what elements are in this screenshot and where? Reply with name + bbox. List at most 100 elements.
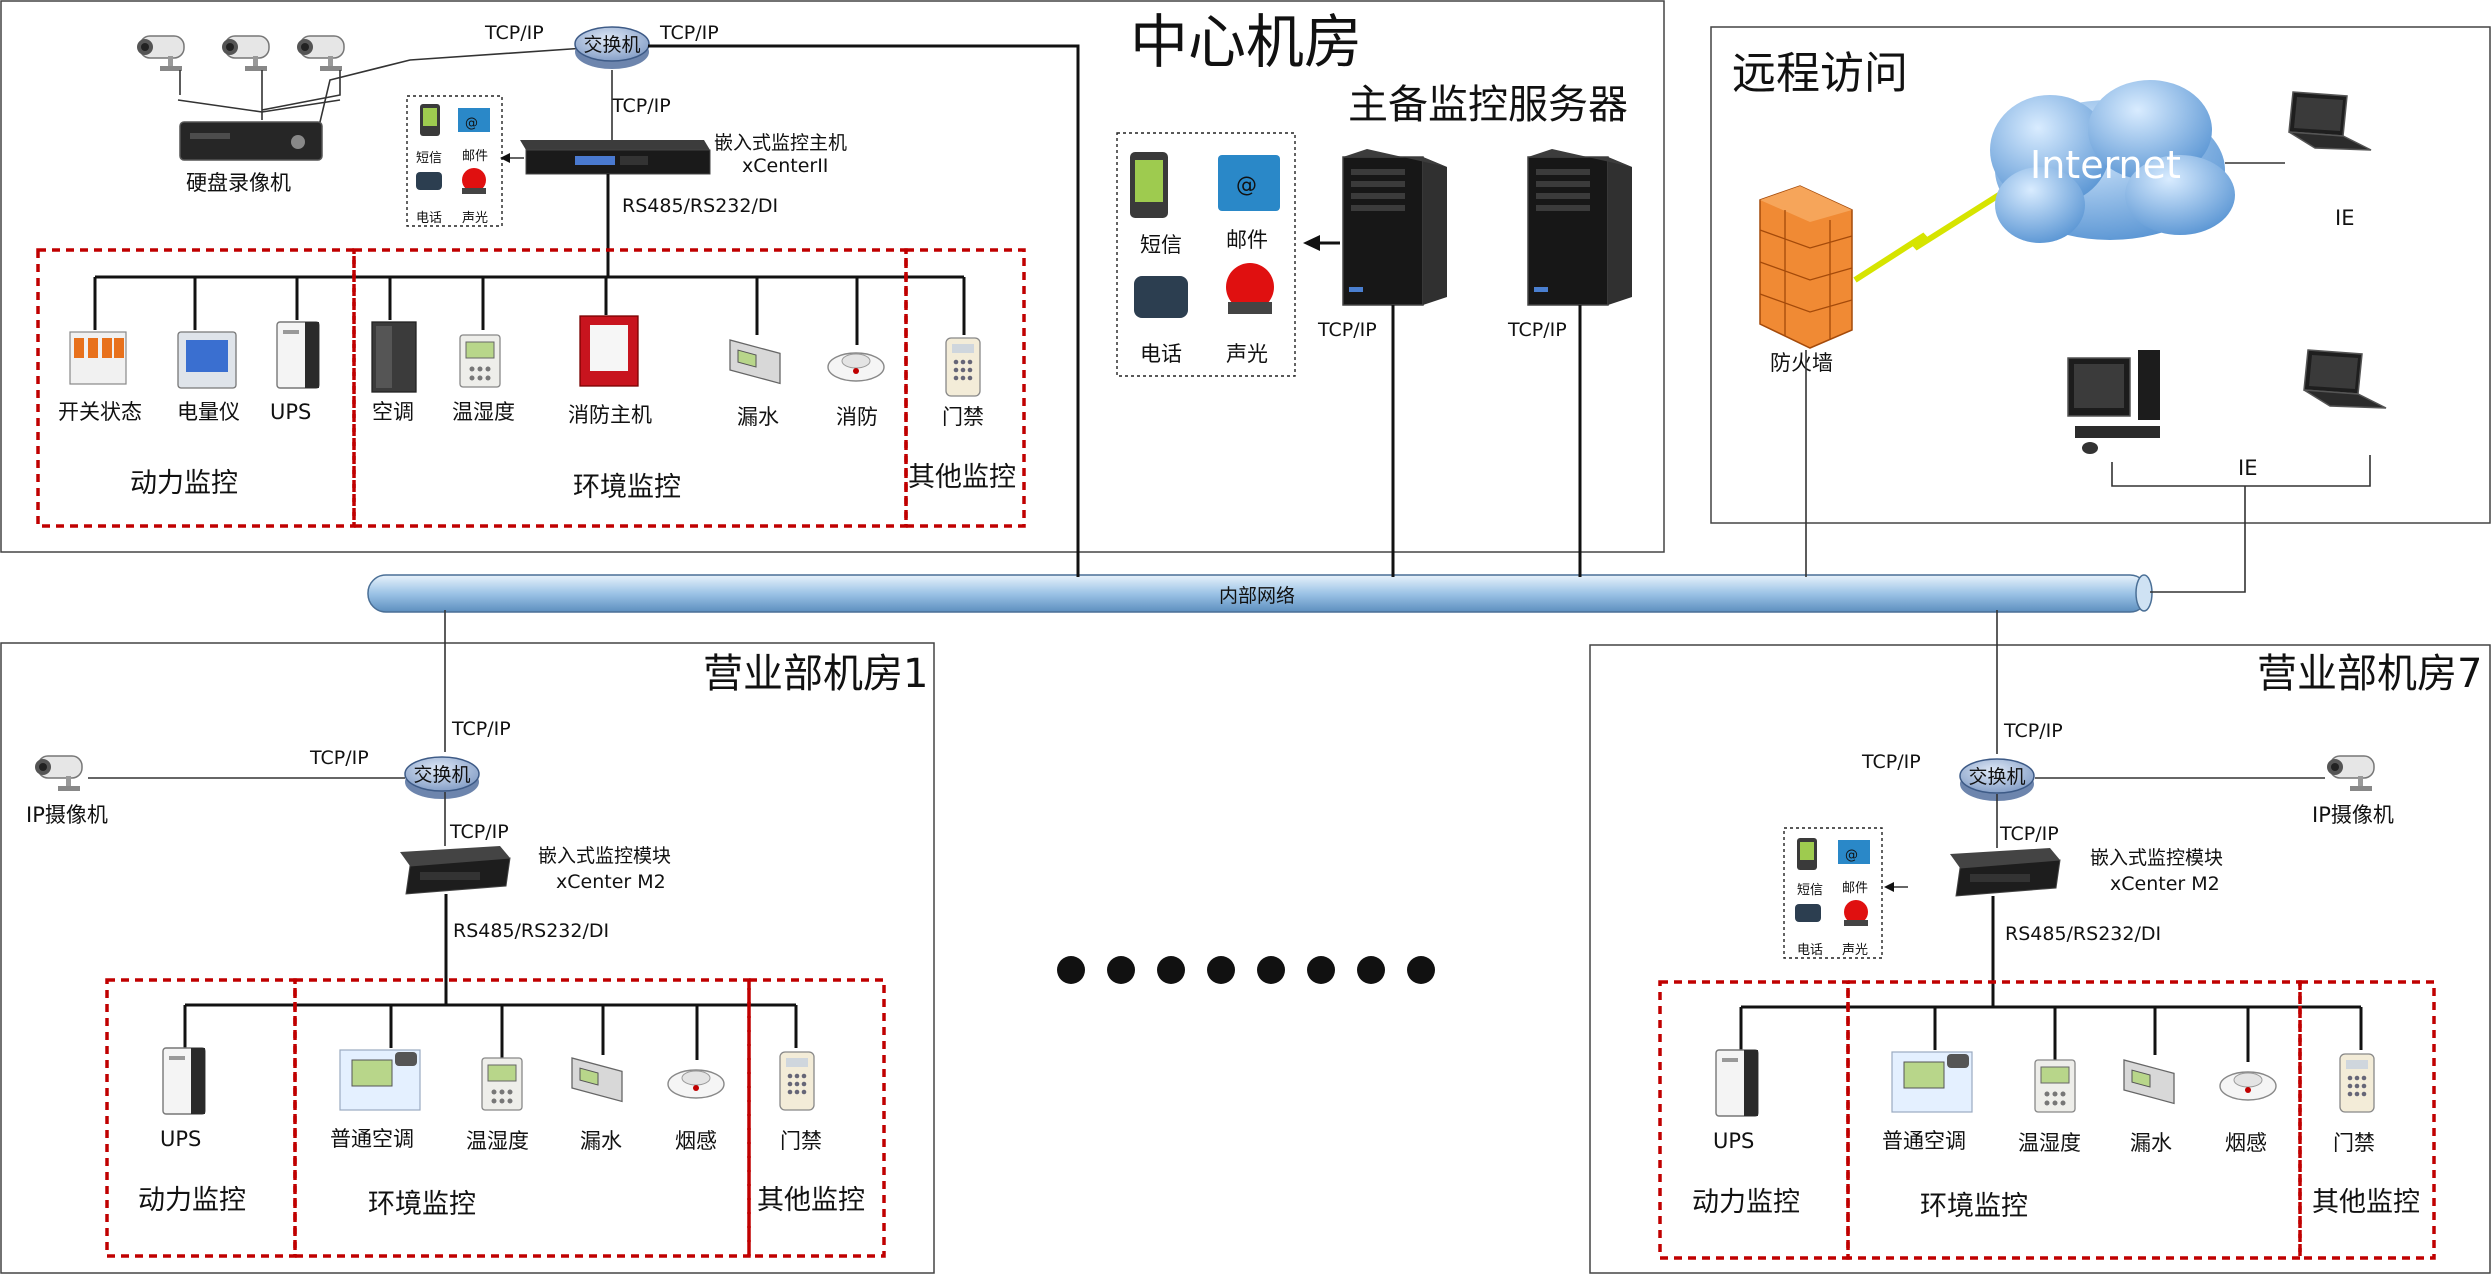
internal-network-pipe xyxy=(367,574,2153,613)
branch7-device-label: 漏水 xyxy=(2130,1131,2172,1155)
center-switch-label: 交换机 xyxy=(583,34,640,56)
branch7-power-group-label: 动力监控 xyxy=(1692,1187,1800,1218)
branch7-device-label: 普通空调 xyxy=(1882,1129,1966,1153)
air-conditioner-icon xyxy=(339,1049,421,1111)
remote-ie-bottom: IE xyxy=(2238,456,2257,480)
branch7-light-label: 声光 xyxy=(1842,943,1868,958)
svg-text:@: @ xyxy=(465,116,478,131)
center-rs485: RS485/RS232/DI xyxy=(622,195,778,217)
svg-text:@: @ xyxy=(1845,848,1858,863)
branch7-device-label: 温湿度 xyxy=(2018,1131,2081,1155)
branch7-module-line1: 嵌入式监控模块 xyxy=(2090,847,2223,869)
center-room-title: 中心机房 xyxy=(1130,8,1362,76)
branch1-device-label: 门禁 xyxy=(780,1129,822,1153)
center-device-label: UPS xyxy=(270,400,311,424)
branch1-device-label: 漏水 xyxy=(580,1129,622,1153)
light-icon xyxy=(1226,263,1274,314)
switch-icon xyxy=(574,26,650,69)
branch1-device-label: UPS xyxy=(160,1127,201,1151)
branch1-env-group-label: 环境监控 xyxy=(368,1189,476,1220)
remote-ie-top: IE xyxy=(2335,206,2354,230)
branch7-ip-camera-label: IP摄像机 xyxy=(2312,803,2394,827)
mail-icon: @ xyxy=(1218,155,1280,211)
internal-network-label: 内部网络 xyxy=(1219,585,1295,607)
ups-icon xyxy=(1715,1049,1759,1117)
ups-icon xyxy=(276,321,320,389)
branch7-other-group-box xyxy=(2298,980,2436,1260)
smoke-detector-icon xyxy=(2219,1071,2277,1101)
wireless-link-icon xyxy=(1853,185,2012,283)
dvr-icon xyxy=(179,121,323,161)
sms-icon xyxy=(1130,152,1168,218)
dvr-label: 硬盘录像机 xyxy=(186,171,291,195)
center-device-label: 门禁 xyxy=(942,405,984,429)
server-tcpip-label: TCP/IP xyxy=(1317,319,1377,341)
water-leak-icon xyxy=(2123,1059,2175,1105)
branch7-switch-label: 交换机 xyxy=(1968,766,2025,788)
branch1-env-group-box xyxy=(293,978,751,1258)
temp-humidity-icon xyxy=(481,1057,523,1111)
center-device-label: 消防 xyxy=(836,405,878,429)
center-tcpip-right: TCP/IP xyxy=(659,22,719,44)
branch1-switch-label: 交换机 xyxy=(413,764,470,786)
air-conditioner-icon xyxy=(1891,1051,1973,1113)
mail-icon: @ xyxy=(458,108,490,132)
branch7-sms-label: 短信 xyxy=(1797,883,1823,898)
embedded-module-icon xyxy=(400,846,511,895)
center-env-group-label: 环境监控 xyxy=(573,472,681,503)
temp-humidity-icon xyxy=(459,334,501,388)
center-host-line2: xCenterII xyxy=(742,155,828,177)
internet-cloud-icon xyxy=(1990,80,2235,243)
center-tcpip-down: TCP/IP xyxy=(611,95,671,117)
branch7-device-label: UPS xyxy=(1713,1129,1754,1153)
temp-humidity-icon xyxy=(2034,1059,2076,1113)
branch7-phone-label: 电话 xyxy=(1797,943,1823,958)
firewall-icon xyxy=(1759,185,1853,349)
branch1-other-group-box xyxy=(747,978,886,1258)
camera-icon xyxy=(221,35,270,72)
server-light-label: 声光 xyxy=(1226,342,1268,366)
smoke-detector-icon xyxy=(667,1069,725,1099)
center-room-frame xyxy=(0,0,1665,553)
phone-icon xyxy=(1795,904,1821,922)
server-mail-label: 邮件 xyxy=(1226,228,1268,252)
branch1-device-label: 温湿度 xyxy=(466,1129,529,1153)
center-device-label: 空调 xyxy=(372,400,414,424)
access-control-icon xyxy=(779,1051,815,1111)
branch7-tcpip-top: TCP/IP xyxy=(2003,720,2063,742)
power-meter-icon xyxy=(177,331,237,389)
branch7-env-group-label: 环境监控 xyxy=(1920,1191,2028,1222)
server-phone-label: 电话 xyxy=(1140,342,1182,366)
branch7-tcpip-module: TCP/IP xyxy=(1999,823,2059,845)
remote-access-title: 远程访问 xyxy=(1732,48,1908,99)
center-other-group-label: 其他监控 xyxy=(908,462,1016,493)
water-leak-icon xyxy=(571,1057,623,1103)
phone-icon xyxy=(416,172,442,190)
mail-icon: @ xyxy=(1838,840,1870,864)
branch1-module-line2: xCenter M2 xyxy=(556,871,666,893)
center-light-label: 声光 xyxy=(462,211,488,226)
branch1-device-label: 烟感 xyxy=(675,1129,717,1153)
branch7-frame xyxy=(1589,644,2491,1274)
center-host-line1: 嵌入式监控主机 xyxy=(714,132,847,154)
center-device-label: 电量仪 xyxy=(177,400,240,424)
sms-icon xyxy=(1797,838,1817,870)
ip-camera-icon xyxy=(34,755,83,792)
fire-host-icon xyxy=(579,315,639,387)
access-control-icon xyxy=(2339,1053,2375,1113)
firewall-label: 防火墙 xyxy=(1770,351,1833,375)
switch-icon xyxy=(404,756,480,799)
branch7-rs485: RS485/RS232/DI xyxy=(2005,923,2161,945)
center-device-label: 消防主机 xyxy=(568,403,652,427)
branch7-title: 营业部机房7 xyxy=(2257,651,2482,697)
embedded-host-icon xyxy=(520,140,711,175)
center-mail-label: 邮件 xyxy=(462,149,488,164)
light-icon xyxy=(462,168,486,194)
water-leak-icon xyxy=(729,339,781,385)
more-branches-ellipsis xyxy=(1057,956,1435,984)
laptop-icon xyxy=(2303,349,2387,409)
phone-icon xyxy=(1134,276,1188,318)
server-icon xyxy=(1342,148,1448,306)
remote-access-frame xyxy=(1710,26,2491,524)
